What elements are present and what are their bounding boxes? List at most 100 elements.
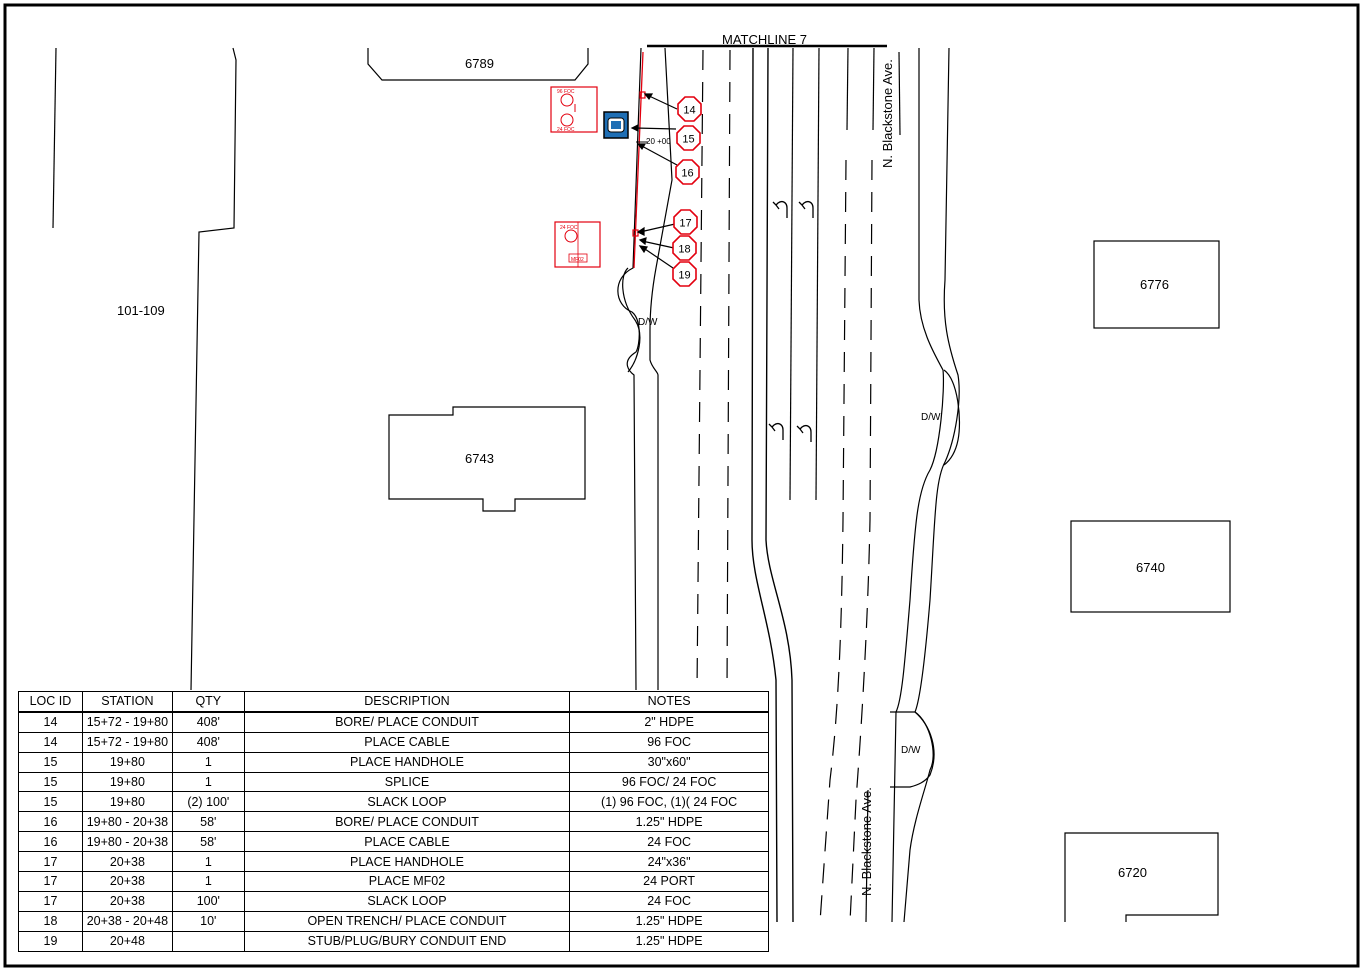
east-edge-line-top-2: [872, 47, 875, 131]
callout-14-label: 14: [683, 105, 695, 117]
handhole-detail: 24 FOC MF02: [554, 221, 601, 268]
building-6776: [1093, 240, 1220, 329]
cell-notes: 2" HDPE: [569, 711, 769, 733]
cell-notes: 1.25" HDPE: [569, 910, 769, 932]
cell-station: 15+72 - 19+80: [81, 731, 173, 753]
street-label-south: N. Blackstone Ave.: [859, 787, 874, 896]
cell-station: 15+72 - 19+80: [81, 711, 173, 733]
dw-east-upper: [943, 369, 961, 466]
cell-qty: 1: [171, 771, 245, 793]
cell-station: 20+38 - 20+48: [81, 910, 173, 932]
turn-lane-line-2: [815, 47, 820, 501]
cell-loc: 15: [18, 771, 83, 793]
splice-detail-top: 96 FOC: [557, 89, 575, 95]
cell-desc: SLACK LOOP: [243, 890, 571, 912]
table-header-row: LOC ID STATION QTY DESCRIPTION NOTES: [18, 690, 769, 713]
cell-qty: 10': [171, 910, 245, 932]
cell-qty: 408': [171, 731, 245, 753]
cell-loc: 17: [18, 890, 83, 912]
cell-station: 20+38: [81, 851, 173, 873]
callout-17-label: 17: [679, 218, 691, 230]
cell-station: 19+80 - 20+38: [81, 811, 173, 833]
handhole-detail-top: 24 FOC: [560, 225, 578, 231]
east-edge-line-top-1: [846, 47, 849, 131]
header-qty: QTY: [171, 690, 245, 713]
dw-east-lower: [890, 711, 935, 788]
east-edge-line-top-3: [898, 51, 901, 136]
cell-desc: STUB/PLUG/BURY CONDUIT END: [243, 930, 571, 952]
callout-16: 16: [675, 159, 700, 185]
building-6743-label: 6743: [465, 451, 494, 466]
cell-loc: 17: [18, 871, 83, 892]
east-curb-inner: [891, 48, 945, 923]
callout-18-label: 18: [678, 244, 690, 256]
cell-loc: 16: [18, 831, 83, 853]
driveway-label-west: D/W: [638, 317, 658, 328]
cell-station: 19+80: [81, 791, 173, 813]
header-station: STATION: [81, 690, 173, 713]
header-description: DESCRIPTION: [243, 690, 571, 713]
cell-loc: 15: [18, 751, 83, 773]
callout-19: 19: [672, 261, 697, 287]
cell-desc: BORE/ PLACE CONDUIT: [243, 811, 571, 833]
cell-qty: 1: [171, 871, 245, 892]
cell-loc: 17: [18, 851, 83, 873]
cell-desc: OPEN TRENCH/ PLACE CONDUIT: [243, 910, 571, 932]
cell-desc: PLACE MF02: [243, 871, 571, 892]
turn-lane-line-1: [789, 47, 794, 501]
building-6720-label: 6720: [1118, 865, 1147, 880]
callout-14: 14: [677, 96, 702, 122]
cell-qty: 58': [171, 831, 245, 853]
cell-desc: SPLICE: [243, 771, 571, 793]
header-loc-id: LOC ID: [18, 690, 83, 713]
cell-desc: PLACE HANDHOLE: [243, 851, 571, 873]
handhole-detail-bottom: MF02: [571, 257, 584, 263]
conduit-route: [633, 51, 644, 269]
cell-qty: [171, 930, 245, 952]
driveway-label-east: D/W: [921, 412, 941, 423]
building-6720: [1064, 832, 1219, 922]
cell-desc: BORE/ PLACE CONDUIT: [243, 711, 571, 733]
cell-desc: PLACE HANDHOLE: [243, 751, 571, 773]
handhole-marker-south: [632, 229, 639, 237]
header-notes: NOTES: [569, 690, 769, 713]
station-label: 20 +00: [646, 137, 671, 146]
cell-desc: PLACE CABLE: [243, 831, 571, 853]
matchline-label: MATCHLINE 7: [722, 32, 807, 47]
cell-loc: 14: [18, 711, 83, 733]
east-lane-dash-1: [819, 159, 847, 923]
south-lane-line-1: [865, 789, 869, 923]
signal-cabinet-icon: [603, 111, 629, 139]
cell-station: 19+80: [81, 751, 173, 773]
cell-loc: 19: [18, 930, 83, 952]
cell-notes: 24 FOC: [569, 890, 769, 912]
callout-16-label: 16: [681, 168, 693, 180]
dw-west-curve: [622, 267, 641, 373]
cell-notes: 24 PORT: [569, 871, 769, 892]
parcel-101-outline: [52, 47, 57, 229]
west-curb-inner: [649, 47, 673, 690]
building-6740: [1070, 520, 1231, 613]
parcel-101-label: 101-109: [117, 303, 165, 318]
east-curb-outer: [903, 47, 960, 923]
cell-loc: 15: [18, 791, 83, 813]
cell-notes: 1.25" HDPE: [569, 811, 769, 833]
splice-detail-bottom: 24 FOC: [557, 127, 575, 133]
cell-qty: 1: [171, 751, 245, 773]
street-label-north: N. Blackstone Ave.: [880, 59, 895, 168]
cell-desc: PLACE CABLE: [243, 731, 571, 753]
callout-19-label: 19: [678, 270, 690, 282]
cell-loc: 18: [18, 910, 83, 932]
driveway-label-south: D/W: [901, 745, 921, 756]
